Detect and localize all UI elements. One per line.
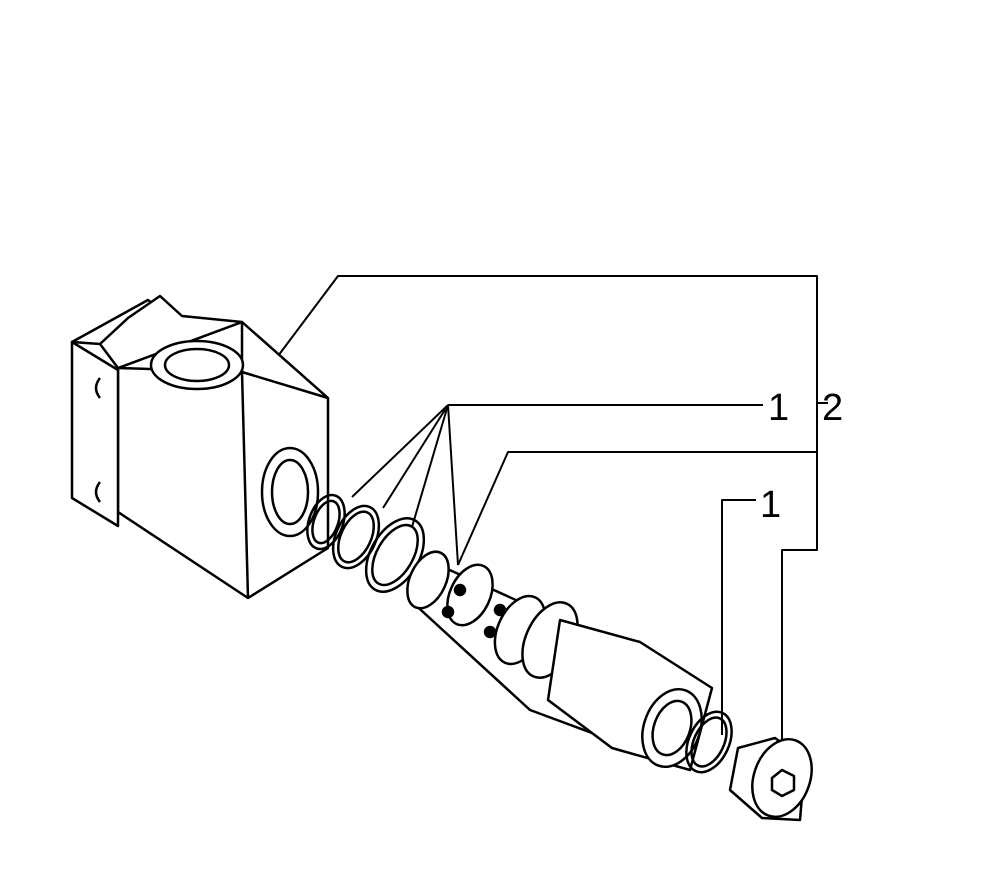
callout-1-seals: 1 xyxy=(768,387,789,429)
callout-1-plug-seal: 1 xyxy=(760,484,781,526)
hex-socket-plug xyxy=(728,736,813,822)
valve-cartridge xyxy=(406,550,714,772)
callout-2-assembly: 2 xyxy=(822,387,843,429)
plug-o-ring xyxy=(685,710,733,774)
leader-lines xyxy=(274,275,828,740)
valve-housing-block xyxy=(70,294,330,600)
o-ring-set xyxy=(306,493,426,593)
